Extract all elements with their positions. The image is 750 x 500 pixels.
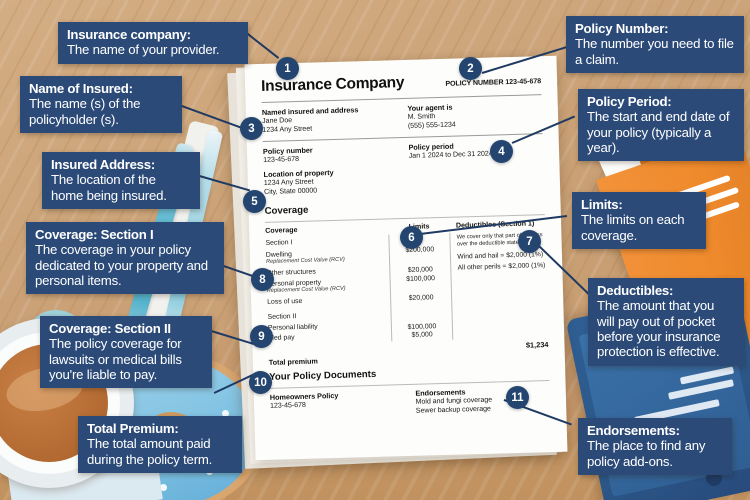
donut-sprinkle [160, 484, 167, 491]
callout-6-body: The limits on each coverage. [581, 212, 685, 243]
badge-3-number: 3 [248, 122, 255, 135]
badge-5[interactable]: 5 [243, 190, 266, 213]
callout-7-title: Deductibles: [597, 283, 674, 298]
callout-2[interactable]: Policy Number: The number you need to fi… [566, 16, 744, 73]
callout-9-title: Coverage: Section II [49, 321, 171, 336]
callout-8-title: Coverage: Section I [35, 227, 154, 242]
badge-1[interactable]: 1 [276, 57, 299, 80]
badge-8-number: 8 [259, 273, 266, 286]
badge-2[interactable]: 2 [459, 57, 482, 80]
total-premium-value: $1,234 [525, 340, 549, 351]
badge-6[interactable]: 6 [400, 226, 423, 249]
coverage-item-name: Other structures [266, 268, 316, 277]
callout-11[interactable]: Endorsements: The place to find any poli… [578, 418, 732, 475]
badge-2-number: 2 [467, 62, 474, 75]
badge-8[interactable]: 8 [251, 268, 274, 291]
endorsements-block: Endorsements Mold and fungi coverage Sew… [415, 385, 550, 416]
badge-10-number: 10 [254, 376, 267, 389]
badge-3[interactable]: 3 [240, 117, 263, 140]
coverage-heading: Coverage [264, 205, 309, 218]
coverage-item-name: Loss of use [267, 298, 303, 307]
callout-2-body: The number you need to file a claim. [575, 36, 734, 67]
named-insured-block: Named insured and address Jane Doe 1234 … [262, 104, 408, 135]
policy-number-label: POLICY NUMBER [445, 78, 504, 88]
badge-10[interactable]: 10 [249, 371, 272, 394]
donut-sprinkle [222, 410, 229, 417]
badge-1-number: 1 [284, 62, 291, 75]
policy-number-value: 123-45-678 [505, 77, 542, 87]
coverage-item-group: Personal liability Med pay [268, 320, 392, 345]
badge-4[interactable]: 4 [490, 140, 513, 163]
insured-agent-row: Named insured and address Jane Doe 1234 … [262, 100, 543, 135]
limit-value: $5,000 [411, 331, 433, 340]
callout-10-body: The total amount paid during the policy … [87, 436, 213, 467]
badge-9[interactable]: 9 [250, 325, 273, 348]
policy-period-block: Policy period Jan 1 2024 to Dec 31 2024 [408, 139, 543, 161]
callout-4[interactable]: Policy Period: The start and end date of… [578, 89, 744, 162]
badge-7-number: 7 [526, 235, 533, 248]
callout-4-body: The start and end date of your policy (t… [587, 109, 730, 155]
badge-6-number: 6 [408, 231, 415, 244]
documents-heading: Your Policy Documents [269, 369, 377, 384]
badge-5-number: 5 [251, 195, 258, 208]
agent-block: Your agent is M. Smith (555) 555-1234 [407, 100, 542, 131]
callout-6[interactable]: Limits: The limits on each coverage. [572, 192, 706, 249]
callout-8[interactable]: Coverage: Section I The coverage in your… [26, 222, 224, 295]
callout-5-title: Insured Address: [51, 157, 155, 172]
callout-2-title: Policy Number: [575, 21, 669, 36]
callout-1[interactable]: Insurance company: The name of your prov… [58, 22, 248, 64]
callout-7[interactable]: Deductibles: The amount that you will pa… [588, 278, 744, 366]
badge-11[interactable]: 11 [506, 386, 529, 409]
callout-5[interactable]: Insured Address: The location of the hom… [42, 152, 200, 209]
badge-7[interactable]: 7 [518, 230, 541, 253]
callout-9[interactable]: Coverage: Section II The policy coverage… [40, 316, 212, 389]
deductible-line: All other perils = $2,000 (1%) [457, 262, 546, 272]
callout-1-body: The name of your provider. [67, 42, 220, 58]
callout-10-title: Total Premium: [87, 421, 179, 436]
callout-11-title: Endorsements: [587, 423, 680, 438]
callout-9-body: The policy coverage for lawsuits or medi… [49, 336, 182, 382]
callout-6-title: Limits: [581, 197, 623, 212]
callout-3-body: The name (s) of the policyholder (s). [29, 96, 141, 127]
limits-column: $200,000 $20,000 $100,000 $20,000 $100,0… [388, 233, 454, 342]
callout-5-body: The location of the home being insured. [51, 172, 167, 203]
callout-3[interactable]: Name of Insured: The name (s) of the pol… [20, 76, 182, 133]
callout-1-title: Insurance company: [67, 27, 191, 42]
badge-9-number: 9 [258, 330, 265, 343]
callout-10[interactable]: Total Premium: The total amount paid dur… [78, 416, 242, 473]
document-header: Insurance Company POLICY NUMBER 123-45-6… [261, 70, 541, 96]
badge-4-number: 4 [498, 145, 505, 158]
callout-8-body: The coverage in your policy dedicated to… [35, 242, 208, 288]
callout-11-body: The place to find any policy add-ons. [587, 438, 706, 469]
badge-11-number: 11 [511, 391, 524, 404]
callout-3-title: Name of Insured: [29, 81, 133, 96]
callout-7-body: The amount that you will pay out of pock… [597, 298, 721, 360]
policy-number-header: POLICY NUMBER 123-45-678 [445, 77, 541, 89]
homeowners-policy-block: Homeowners Policy 123-45-678 [270, 389, 416, 420]
callout-4-title: Policy Period: [587, 94, 672, 109]
